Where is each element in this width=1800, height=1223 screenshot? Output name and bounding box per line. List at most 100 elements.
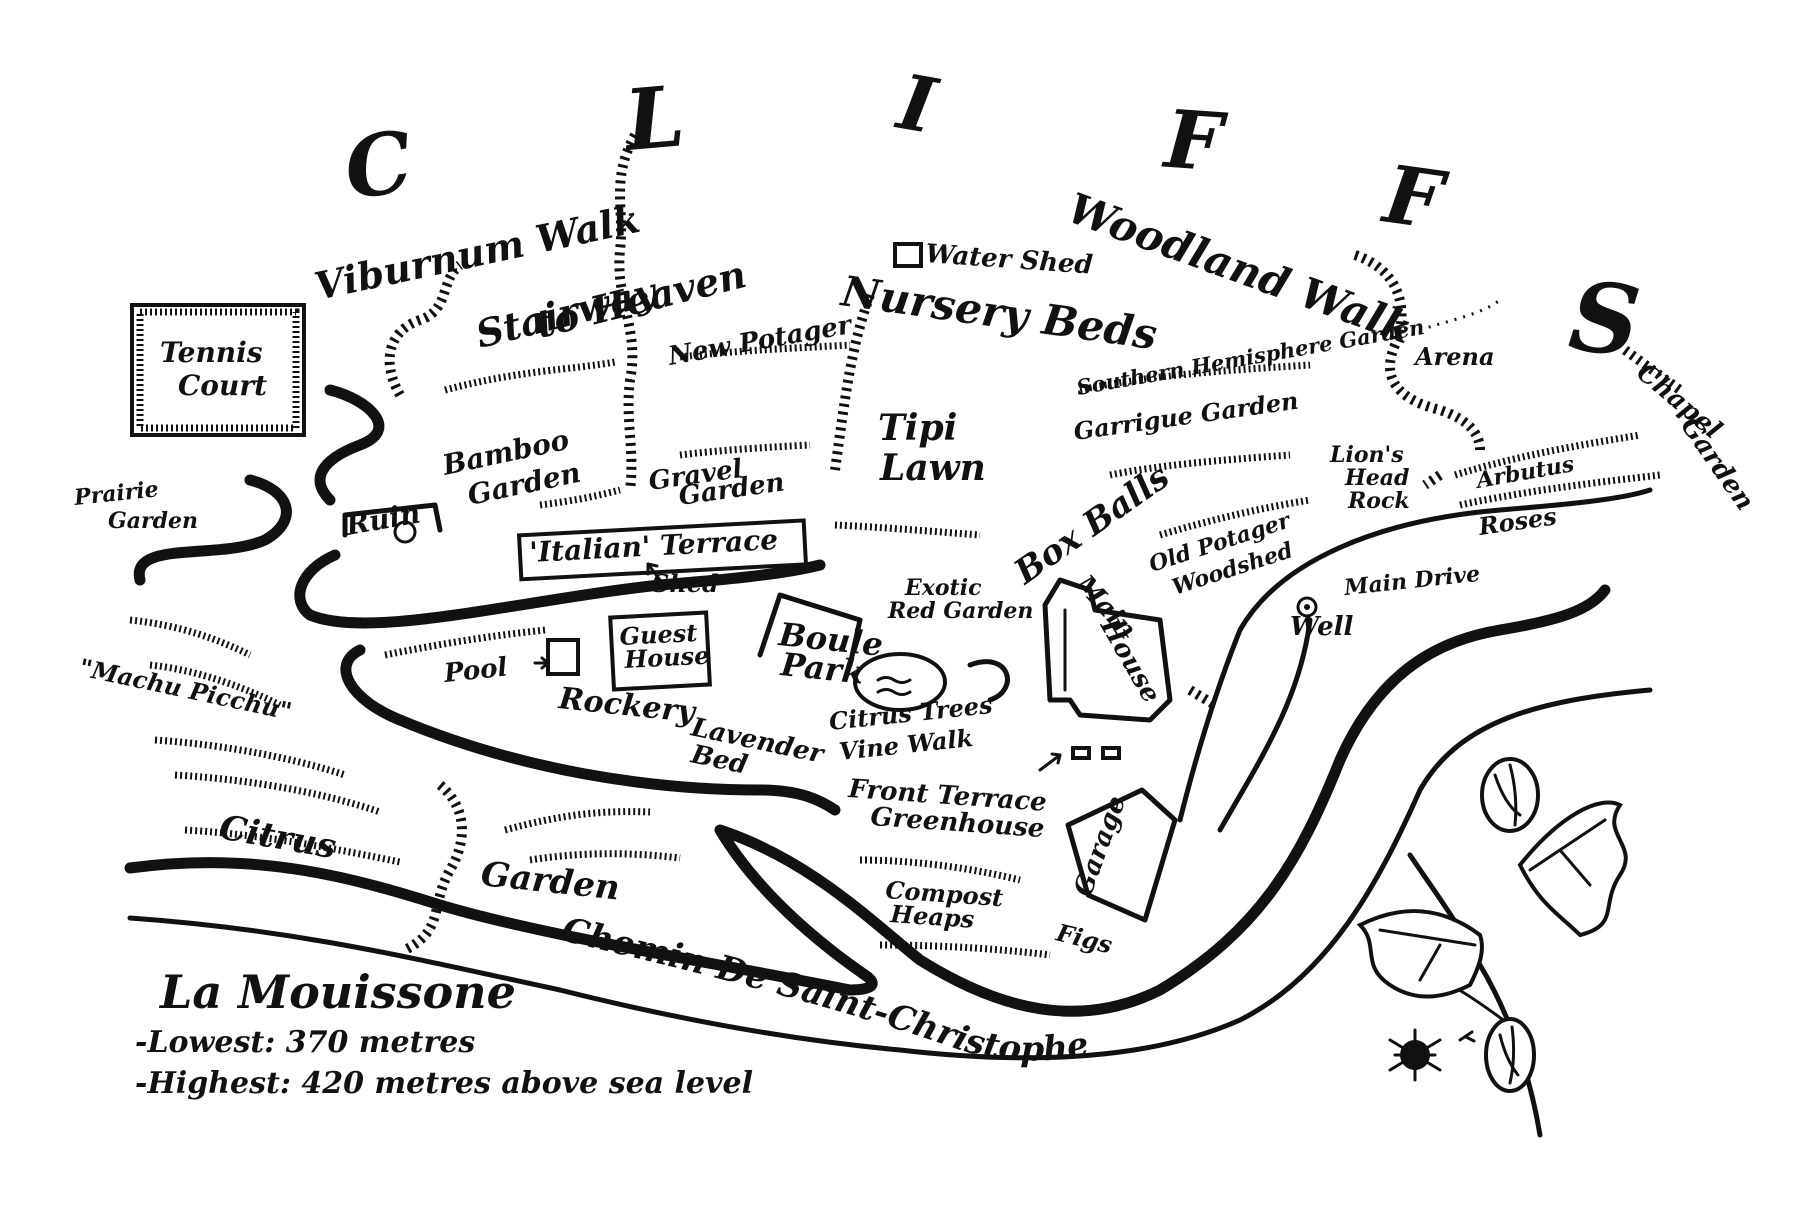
label-tipi-2: Lawn [879, 447, 986, 489]
label-prairie-2: Garden [108, 508, 198, 534]
label-guest-1: Guest [619, 618, 698, 651]
chapel-path [1622, 345, 1683, 395]
cliffs-letter-l: L [619, 66, 688, 170]
italian-terrace-box [516, 518, 809, 582]
label-tipi-1: Tipi [878, 407, 957, 449]
label-arena: Arena [1413, 342, 1495, 371]
hedge [444, 358, 616, 394]
exotic-garden-arc [967, 659, 1010, 703]
boule-park-outline [757, 592, 863, 668]
hatched-paths [384, 132, 1683, 955]
hedge [1079, 361, 1311, 394]
viburnum-walk-path [384, 261, 464, 398]
label-machu-picchu: "Machu Picchu" [77, 653, 295, 726]
hedge-beds [129, 341, 1661, 959]
hedge [174, 771, 382, 816]
hedge [154, 736, 347, 779]
main-road-outer [124, 584, 1611, 1017]
legend: La Mouissone -Lowest: 370 metres -Highes… [135, 965, 753, 1101]
label-compost-2: Heaps [889, 899, 976, 934]
pond-ripples [876, 676, 912, 696]
label-garden: Garden [479, 854, 622, 908]
hedge [1459, 471, 1661, 509]
tennis-court-border [136, 308, 300, 432]
cliffs-letter-f1: F [1160, 92, 1230, 190]
fig-fruit-bottom [1484, 1017, 1536, 1093]
structures [130, 242, 1501, 923]
label-exotic-1: Exotic [904, 575, 982, 601]
label-tennis-1: Tennis [160, 336, 263, 369]
hedge [679, 341, 851, 361]
cliffs-letter-c: C [338, 111, 418, 218]
arena-dotted [1419, 298, 1501, 332]
well-icon [1296, 596, 1318, 618]
label-rockery: Rockery [556, 681, 699, 730]
lower-road-line [127, 687, 1653, 1061]
prairie-curve [133, 474, 292, 586]
fig-branch-illustration [1356, 757, 1628, 1138]
greenhouse-mark-2 [1101, 746, 1121, 760]
label-shed: Shed [652, 569, 719, 598]
arbutus-stub [1422, 470, 1443, 490]
fig-fruit-bottom-shade [1498, 1025, 1520, 1085]
hedge [834, 521, 981, 539]
hedge [879, 941, 1051, 959]
label-lions-2: Head [1344, 465, 1409, 491]
water-shed-box [893, 242, 923, 268]
label-water-shed: Water Shed [925, 239, 1094, 281]
label-well: Well [1290, 612, 1353, 642]
shed-arrow [646, 562, 662, 582]
fig-fruit-top-shade [1493, 763, 1522, 827]
label-new-potager: New Potager [665, 310, 856, 372]
label-guest-2: House [623, 641, 710, 674]
legend-title: La Mouissone [158, 965, 516, 1019]
bug-legs-icon [1388, 1028, 1442, 1082]
nursery-path [830, 293, 875, 471]
fig-leaf-left [1356, 909, 1484, 999]
hedge [679, 441, 811, 459]
hedge [859, 856, 1021, 884]
garage-outline [1065, 787, 1178, 923]
upper-drive-line [1177, 487, 1653, 823]
terrace-loop-upper [294, 549, 826, 629]
legend-highest: -Highest: 420 metres above sea level [135, 1066, 753, 1101]
woodland-walk-path [1353, 250, 1485, 451]
label-main-drive: Main Drive [1342, 561, 1481, 601]
roads [124, 384, 1653, 1061]
hedge [504, 808, 651, 834]
label-garage: Garage [1068, 792, 1132, 900]
ruin-block [342, 502, 443, 538]
label-figs: Figs [1053, 917, 1116, 959]
hedge [149, 661, 282, 709]
tennis-court [130, 303, 306, 437]
legend-lowest: -Lowest: 370 metres [135, 1025, 475, 1060]
fly-icon [1458, 1030, 1476, 1043]
hedge [384, 626, 546, 659]
label-lions-1: Lion's [1329, 442, 1404, 468]
label-boule-2: Park [778, 645, 865, 692]
stairway-path [614, 132, 640, 491]
pool-arrow [533, 656, 550, 670]
pool-box [546, 638, 580, 676]
ruin-icon [393, 520, 417, 544]
label-roses: Roses [1476, 501, 1559, 541]
main-house-outline [1042, 577, 1173, 723]
terrace-loop-lower [340, 644, 841, 816]
label-lions-3: Rock [1347, 488, 1410, 514]
label-tennis-2: Court [178, 369, 267, 402]
hedge [1158, 496, 1311, 539]
label-ruin: Ruin [343, 496, 423, 542]
well-icon-dot [1304, 604, 1310, 610]
hedge [1109, 451, 1291, 479]
greenhouse-arrow [1038, 752, 1062, 772]
hedge [529, 850, 681, 864]
greenhouse-mark-1 [1071, 746, 1091, 760]
ruin-curve [314, 384, 385, 506]
cliffs-letter-f2: F [1377, 146, 1453, 248]
label-exotic-2: Red Garden [887, 598, 1033, 624]
hedge [184, 826, 401, 866]
label-prairie-1: Prairie [72, 476, 160, 511]
guest-house-box [608, 610, 712, 692]
cliffs-heading: C L I F F S [338, 57, 1645, 379]
